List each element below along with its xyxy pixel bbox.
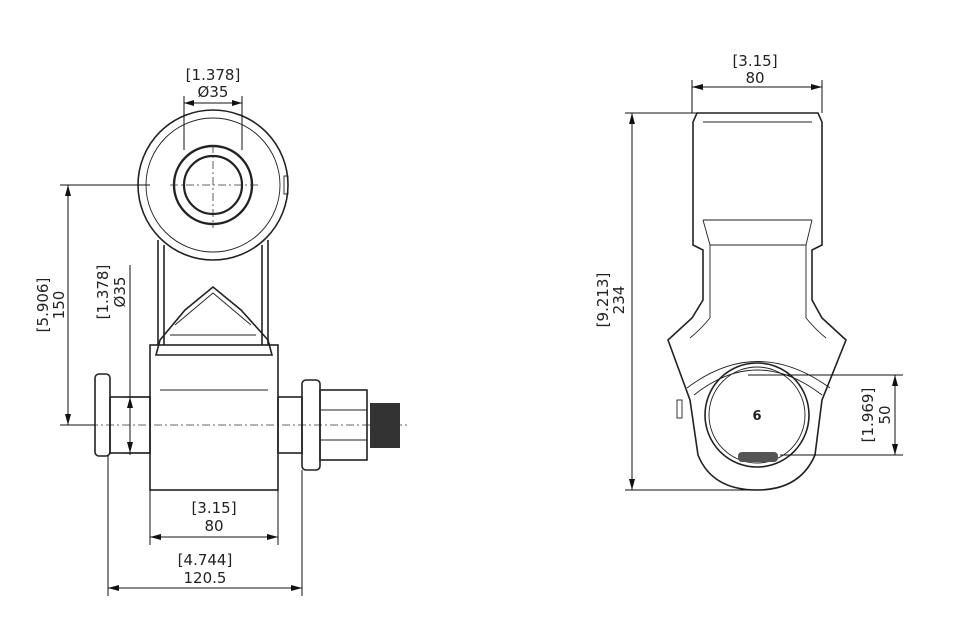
dim-overall-mm: 120.5 — [184, 569, 227, 587]
dim-overall-inch: [4.744] — [178, 551, 233, 569]
dim-body-inch: [3.15] — [191, 499, 236, 517]
dim-loop-inch: [1.969] — [859, 388, 877, 443]
part-label: 6 — [752, 409, 761, 424]
dim-body-mm: 80 — [204, 517, 223, 535]
left-view — [90, 109, 410, 491]
dim-width-mm: 80 — [745, 69, 764, 87]
dim-width-inch: [3.15] — [732, 52, 777, 70]
dim-pin-mm: Ø35 — [111, 277, 129, 308]
dim-loop-mm: 50 — [876, 405, 894, 424]
dim-height-mm: 150 — [50, 291, 68, 320]
loop-ring — [704, 362, 810, 468]
right-dimensions: [3.15] 80 [9.213] 234 [1.969] 50 — [594, 52, 903, 491]
dim-height-mm: 234 — [610, 286, 628, 315]
dim-height-inch: [5.906] — [34, 278, 52, 333]
thread — [370, 403, 400, 448]
dim-top-bore-mm: Ø35 — [198, 83, 229, 101]
right-view: 6 — [667, 112, 847, 491]
pin-head-left — [94, 373, 111, 457]
dim-top-bore-inch: [1.378] — [186, 66, 241, 84]
dim-pin-inch: [1.378] — [94, 265, 112, 320]
dim-height-inch: [9.213] — [594, 273, 612, 328]
hex-nut — [319, 389, 368, 461]
left-dimensions: [1.378] Ø35 [5.906] 150 [1.378] Ø35 [3.1… — [34, 66, 303, 596]
body — [149, 344, 279, 491]
